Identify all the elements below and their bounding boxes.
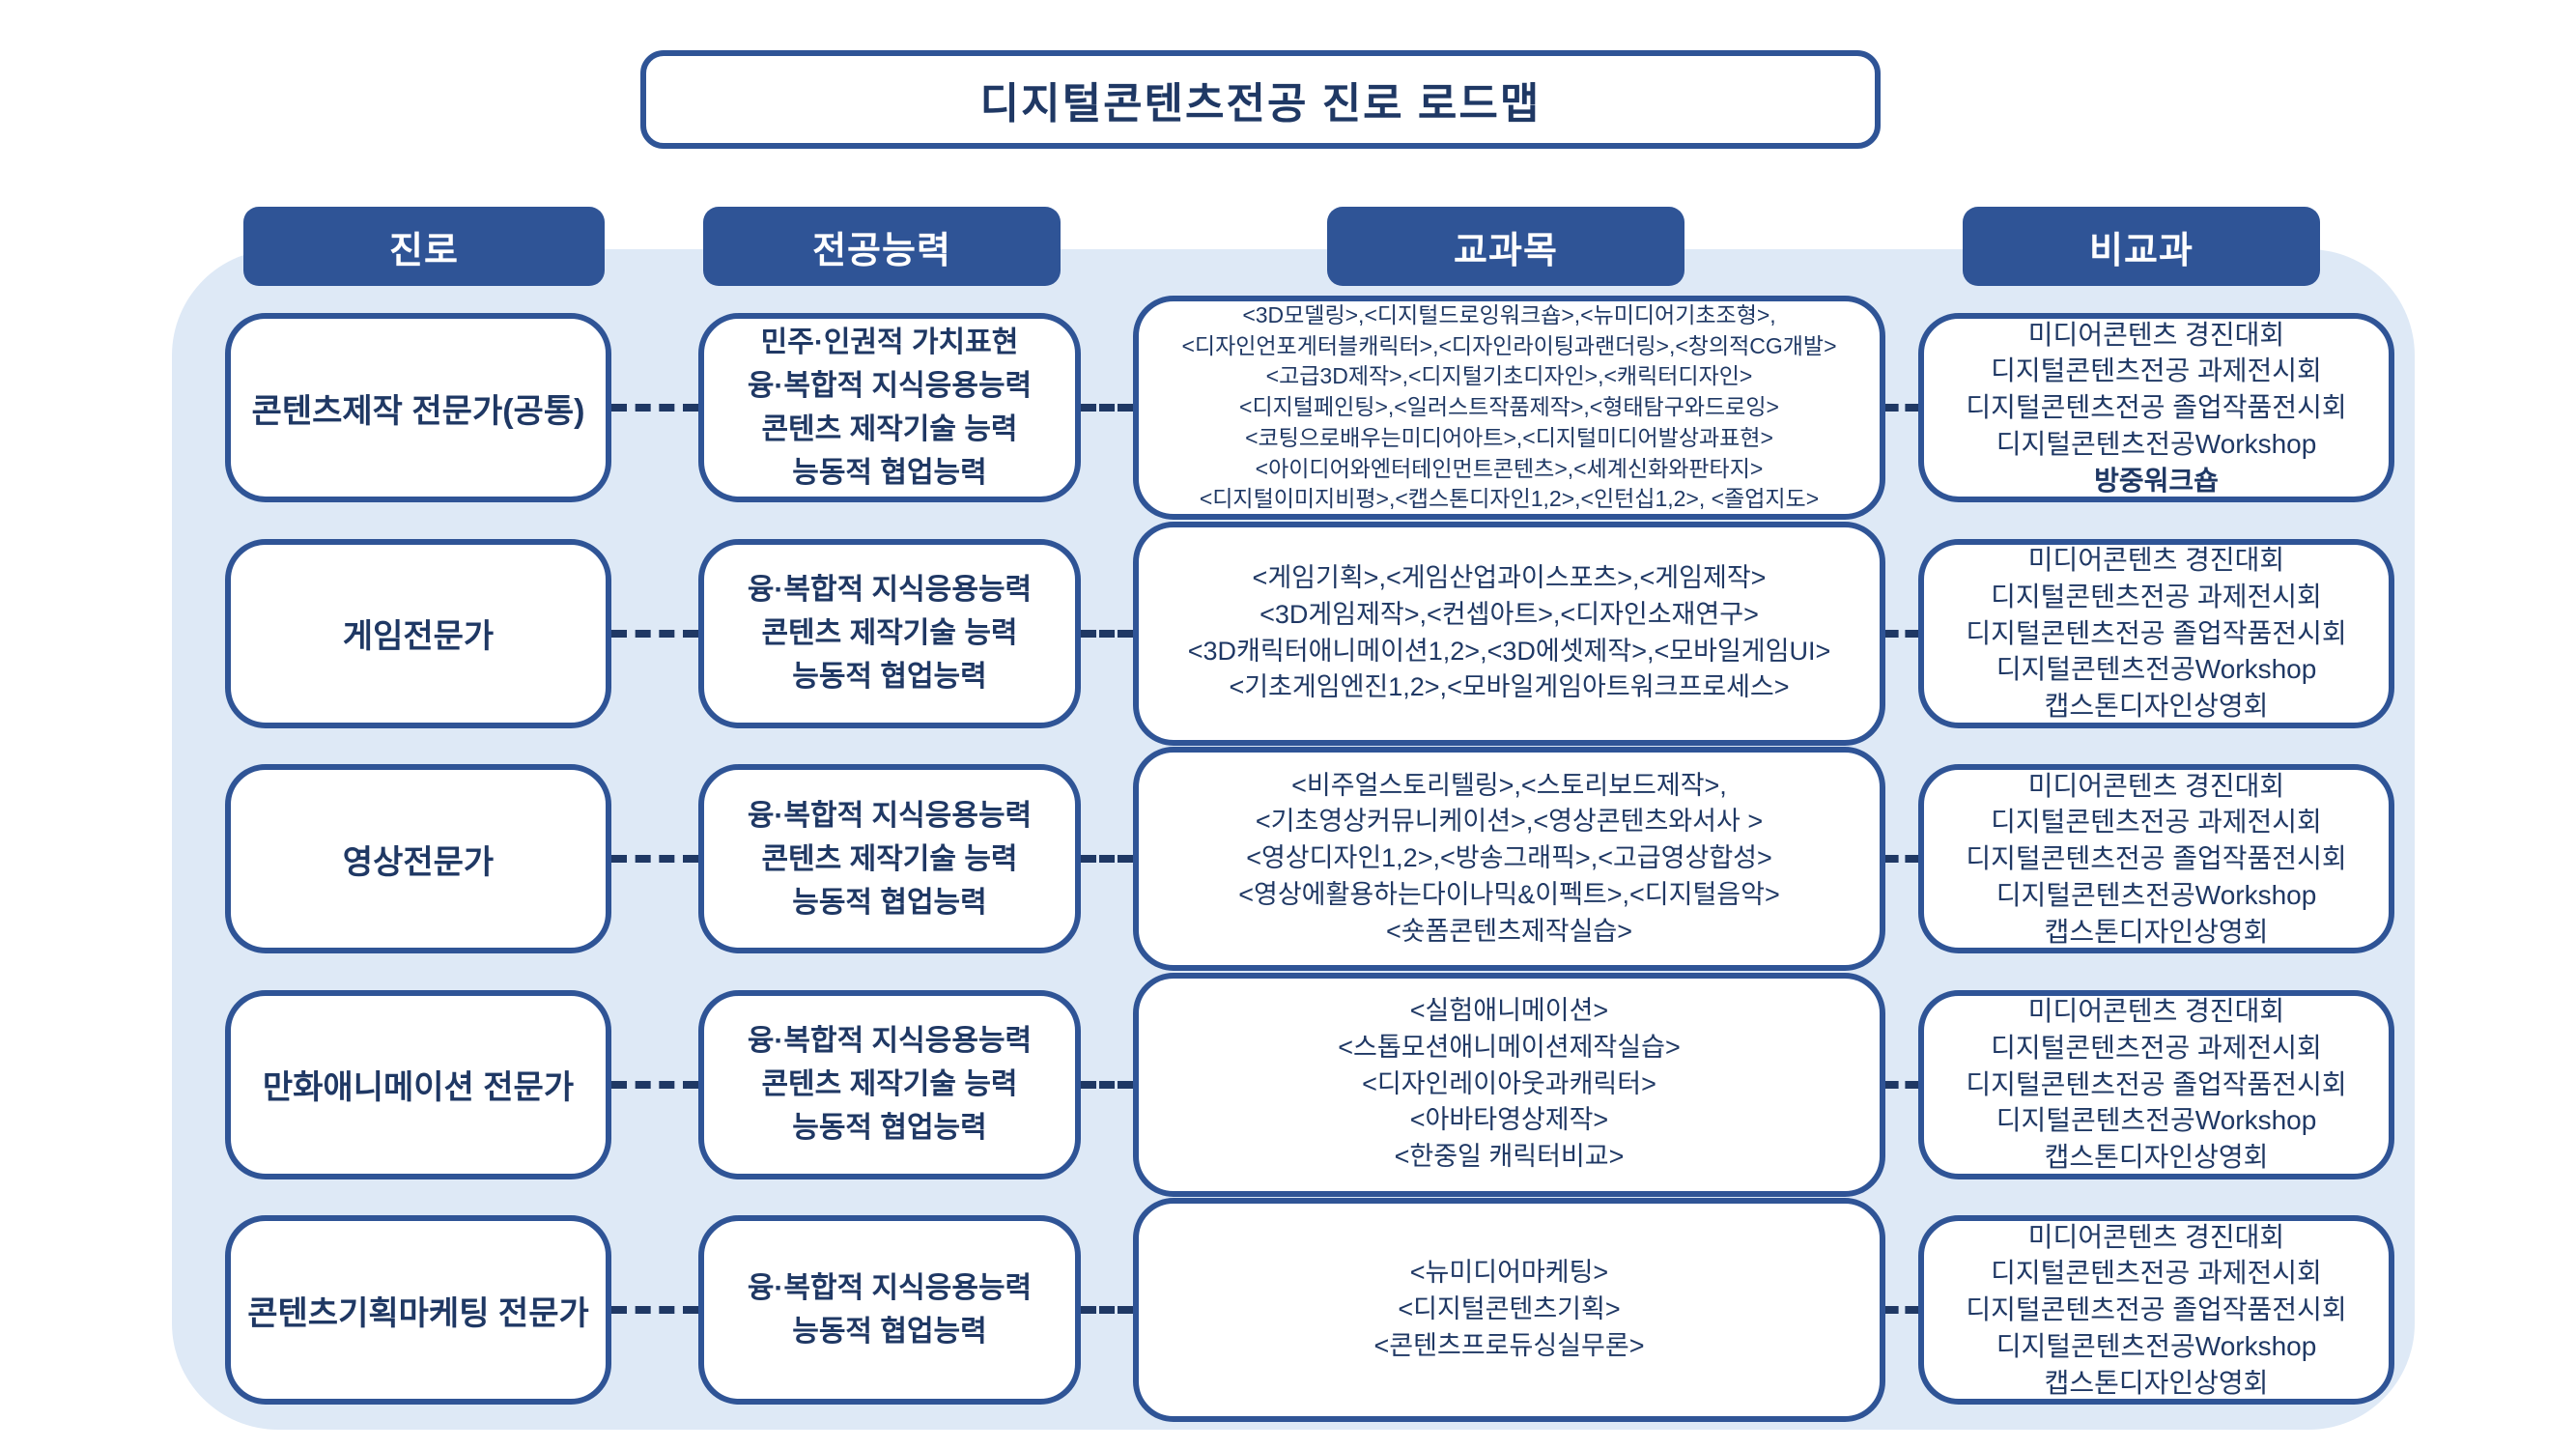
dashed-connector — [1081, 404, 1133, 412]
dashed-connector — [1885, 855, 1918, 863]
roadmap-row-game: 게임전문가 융·복합적 지식응용능력 콘텐츠 제작기술 능력 능동적 협업능력 … — [225, 521, 2394, 746]
dashed-connector — [611, 629, 698, 638]
competency-box: 융·복합적 지식응용능력 콘텐츠 제작기술 능력 능동적 협업능력 — [698, 538, 1081, 728]
extracurricular-list: 미디어콘텐츠 경진대회 디지털콘텐츠전공 과제전시회 디지털콘텐츠전공 졸업작품… — [1966, 770, 2347, 947]
career-box: 영상전문가 — [225, 764, 611, 953]
courses-box: <3D모델링>,<디지털드로잉워크숍>,<뉴미디어기초조형>, <디자인언포게터… — [1133, 296, 1885, 520]
extracurricular-list: 미디어콘텐츠 경진대회 디지털콘텐츠전공 과제전시회 디지털콘텐츠전공 졸업작품… — [1966, 545, 2347, 722]
roadmap-row-content-creation: 콘텐츠제작 전문가(공통) 민주·인권적 가치표현 융·복합적 지식응용능력 콘… — [225, 296, 2394, 520]
competency-box: 융·복합적 지식응용능력 콘텐츠 제작기술 능력 능동적 협업능력 — [698, 764, 1081, 953]
dashed-connector — [611, 404, 698, 412]
roadmap-row-video: 영상전문가 융·복합적 지식응용능력 콘텐츠 제작기술 능력 능동적 협업능력 … — [225, 747, 2394, 971]
dashed-connector — [1885, 1306, 1918, 1314]
dashed-connector — [611, 1080, 698, 1089]
extracurricular-emphasis: 방중워크숍 — [2094, 465, 2219, 496]
competency-box: 융·복합적 지식응용능력 능동적 협업능력 — [698, 1215, 1081, 1405]
extracurricular-list: 미디어콘텐츠 경진대회 디지털콘텐츠전공 과제전시회 디지털콘텐츠전공 졸업작품… — [1966, 1221, 2347, 1398]
roadmap-row-planning-marketing: 콘텐츠기획마케팅 전문가 융·복합적 지식응용능력 능동적 협업능력 <뉴미디어… — [225, 1198, 2394, 1422]
extracurricular-list: 미디어콘텐츠 경진대회 디지털콘텐츠전공 과제전시회 디지털콘텐츠전공 졸업작품… — [1966, 319, 2347, 459]
dashed-connector — [1081, 629, 1133, 638]
dashed-connector — [611, 855, 698, 863]
dashed-connector — [1885, 404, 1918, 412]
page-title: 디지털콘텐츠전공 진로 로드맵 — [640, 50, 1881, 149]
extracurricular-box: 미디어콘텐츠 경진대회 디지털콘텐츠전공 과제전시회 디지털콘텐츠전공 졸업작품… — [1918, 1215, 2394, 1405]
extracurricular-box: 미디어콘텐츠 경진대회 디지털콘텐츠전공 과제전시회 디지털콘텐츠전공 졸업작품… — [1918, 313, 2394, 502]
extracurricular-box: 미디어콘텐츠 경진대회 디지털콘텐츠전공 과제전시회 디지털콘텐츠전공 졸업작품… — [1918, 989, 2394, 1179]
extracurricular-box: 미디어콘텐츠 경진대회 디지털콘텐츠전공 과제전시회 디지털콘텐츠전공 졸업작품… — [1918, 538, 2394, 728]
dashed-connector — [1885, 1080, 1918, 1089]
dashed-connector — [1081, 855, 1133, 863]
extracurricular-box: 미디어콘텐츠 경진대회 디지털콘텐츠전공 과제전시회 디지털콘텐츠전공 졸업작품… — [1918, 764, 2394, 953]
column-header-competency: 전공능력 — [703, 207, 1061, 286]
dashed-connector — [611, 1306, 698, 1314]
column-header-extracurricular: 비교과 — [1963, 207, 2320, 286]
career-box: 게임전문가 — [225, 538, 611, 728]
career-box: 콘텐츠제작 전문가(공통) — [225, 313, 611, 502]
dashed-connector — [1081, 1080, 1133, 1089]
courses-box: <뉴미디어마케팅> <디지털콘텐츠기획> <콘텐츠프로듀싱실무론> — [1133, 1198, 1885, 1422]
career-box: 만화애니메이션 전문가 — [225, 989, 611, 1179]
competency-box: 민주·인권적 가치표현 융·복합적 지식응용능력 콘텐츠 제작기술 능력 능동적… — [698, 313, 1081, 502]
extracurricular-list: 미디어콘텐츠 경진대회 디지털콘텐츠전공 과제전시회 디지털콘텐츠전공 졸업작품… — [1966, 996, 2347, 1173]
courses-box: <비주얼스토리텔링>,<스토리보드제작>, <기초영상커뮤니케이션>,<영상콘텐… — [1133, 747, 1885, 971]
career-box: 콘텐츠기획마케팅 전문가 — [225, 1215, 611, 1405]
courses-box: <게임기획>,<게임산업과이스포츠>,<게임제작> <3D게임제작>,<컨셉아트… — [1133, 521, 1885, 746]
dashed-connector — [1081, 1306, 1133, 1314]
column-header-courses: 교과목 — [1327, 207, 1684, 286]
roadmap-rows: 콘텐츠제작 전문가(공통) 민주·인권적 가치표현 융·복합적 지식응용능력 콘… — [225, 296, 2394, 1422]
dashed-connector — [1885, 629, 1918, 638]
roadmap-row-animation: 만화애니메이션 전문가 융·복합적 지식응용능력 콘텐츠 제작기술 능력 능동적… — [225, 972, 2394, 1197]
courses-box: <실험애니메이션> <스톱모션애니메이션제작실습> <디자인레이아웃과캐릭터> … — [1133, 972, 1885, 1197]
competency-box: 융·복합적 지식응용능력 콘텐츠 제작기술 능력 능동적 협업능력 — [698, 989, 1081, 1179]
column-header-career: 진로 — [243, 207, 605, 286]
